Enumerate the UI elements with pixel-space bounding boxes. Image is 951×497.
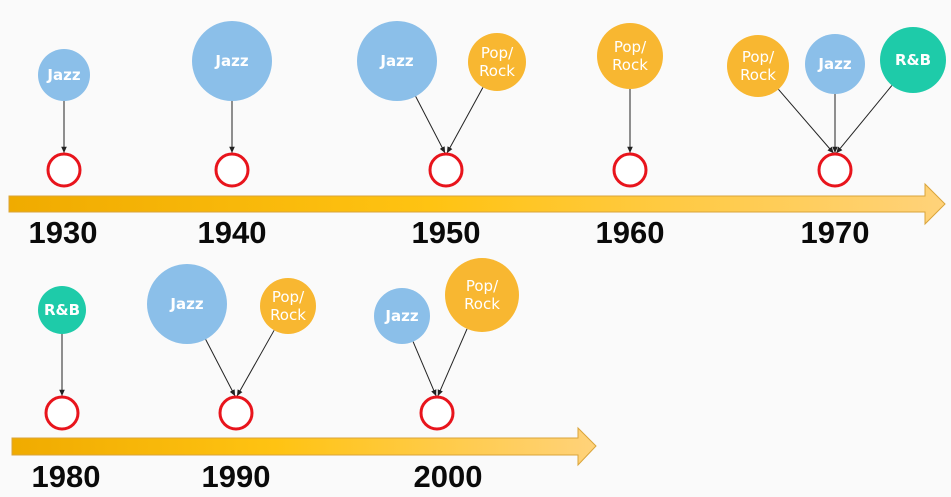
genre-bubble-circle	[357, 21, 437, 101]
connector-1970-rnb	[835, 85, 893, 154]
genre-label: Rock	[479, 62, 515, 80]
decade-marker-1950	[428, 152, 464, 188]
decade-marker-1970	[817, 152, 853, 188]
decade-marker-1980	[44, 395, 80, 431]
genre-bubble-2000-pop_rock: Pop/Rock	[445, 258, 519, 332]
connector-1950-jazz	[415, 96, 446, 154]
genre-bubble-1990-pop_rock: Pop/Rock	[260, 278, 316, 334]
genre-bubble-2000-jazz: Jazz	[374, 288, 430, 344]
genre-label: Rock	[464, 295, 500, 313]
connector-2000-jazz	[412, 341, 437, 397]
genre-label: Rock	[740, 66, 776, 84]
genre-bubble-circle	[260, 278, 316, 334]
year-label-2000: 2000	[414, 459, 483, 494]
genre-bubble-1930-jazz: Jazz	[38, 49, 90, 101]
genre-label: R&B	[895, 51, 931, 69]
genre-label: Jazz	[384, 307, 418, 325]
genre-bubble-1980-rnb: R&B	[38, 286, 86, 334]
genre-label: Jazz	[817, 55, 851, 73]
timeline-arrow-row-2	[11, 426, 597, 467]
genre-bubble-circle	[38, 49, 90, 101]
genre-bubble-circle	[445, 258, 519, 332]
decade-marker-2000	[419, 395, 455, 431]
genre-label: Jazz	[379, 52, 413, 70]
genre-bubble-circle	[38, 286, 86, 334]
connector-2000-pop_rock	[437, 328, 468, 397]
decade-marker-1960	[612, 152, 648, 188]
decade-marker-1940	[214, 152, 250, 188]
genre-bubble-circle	[374, 288, 430, 344]
genre-bubble-circle	[597, 23, 663, 89]
genre-label: Jazz	[46, 66, 80, 84]
genre-bubble-circle	[192, 21, 272, 101]
genre-label: R&B	[44, 301, 80, 319]
genre-bubble-circle	[468, 33, 526, 91]
genre-bubble-circle	[727, 35, 789, 97]
year-label-1970: 1970	[801, 215, 870, 250]
genre-label: Jazz	[214, 52, 248, 70]
genre-label: Pop/	[466, 277, 499, 295]
genre-label: Pop/	[481, 44, 514, 62]
decade-marker-1990	[218, 395, 254, 431]
genre-bubble-1960-pop_rock: Pop/Rock	[597, 23, 663, 89]
genre-bubble-1950-jazz: Jazz	[357, 21, 437, 101]
connector-1970-pop_rock	[778, 89, 835, 154]
genre-label: Pop/	[272, 288, 305, 306]
connector-1990-pop_rock	[236, 330, 275, 397]
genre-bubble-1970-jazz: Jazz	[805, 34, 865, 94]
year-label-1960: 1960	[596, 215, 665, 250]
connector-1990-jazz	[205, 339, 236, 397]
genre-label: Jazz	[169, 295, 203, 313]
genre-label: Pop/	[742, 48, 775, 66]
genre-bubble-circle	[880, 27, 946, 93]
year-label-1990: 1990	[202, 459, 271, 494]
year-label-1950: 1950	[412, 215, 481, 250]
genre-bubble-circle	[147, 264, 227, 344]
decade-marker-1930	[46, 152, 82, 188]
year-label-1980: 1980	[32, 459, 101, 494]
genre-bubble-1970-pop_rock: Pop/Rock	[727, 35, 789, 97]
connector-1950-pop_rock	[446, 87, 484, 154]
genre-bubble-1940-jazz: Jazz	[192, 21, 272, 101]
year-label-1940: 1940	[198, 215, 267, 250]
genre-bubble-1950-pop_rock: Pop/Rock	[468, 33, 526, 91]
genre-bubble-1970-rnb: R&B	[880, 27, 946, 93]
timeline-arrow-row-1	[8, 182, 946, 226]
genre-bubble-circle	[805, 34, 865, 94]
year-label-1930: 1930	[29, 215, 98, 250]
genre-label: Rock	[612, 56, 648, 74]
genre-label: Pop/	[614, 38, 647, 56]
genre-bubble-1990-jazz: Jazz	[147, 264, 227, 344]
genre-label: Rock	[270, 306, 306, 324]
